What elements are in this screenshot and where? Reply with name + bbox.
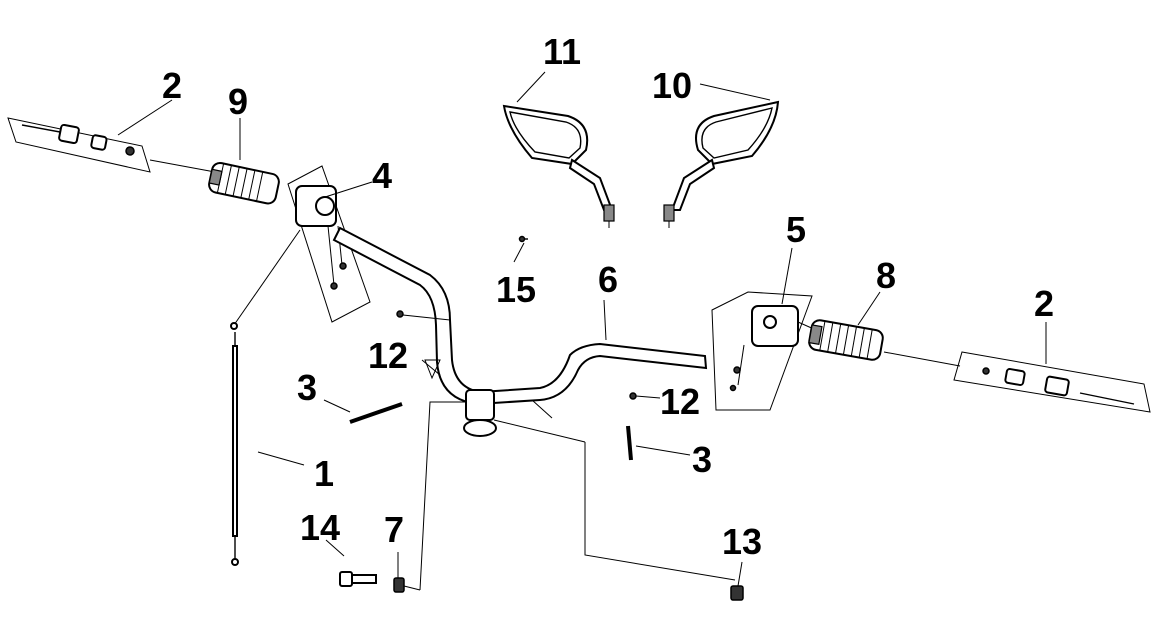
label-5: 5 [786, 209, 806, 250]
right-bar-end-kit [953, 351, 1151, 413]
left-bar-end-kit [7, 117, 216, 173]
label-12-right: 12 [660, 381, 700, 422]
label-4: 4 [372, 155, 392, 196]
label-15: 15 [496, 269, 536, 310]
handlebar [332, 226, 708, 419]
left-mirror [502, 71, 615, 228]
left-switch-assembly [287, 165, 371, 323]
label-2-left: 2 [162, 65, 182, 106]
nut-13 [730, 561, 744, 601]
label-12-left: 12 [368, 335, 408, 376]
label-14: 14 [300, 507, 340, 548]
handlebar-clamp [419, 389, 736, 591]
throttle-cable [230, 229, 301, 566]
right-switch-assembly [711, 291, 817, 411]
label-6: 6 [598, 259, 618, 300]
leader-lines [117, 99, 1047, 466]
label-9: 9 [228, 81, 248, 122]
pin-3-right [626, 425, 691, 461]
label-3-left: 3 [297, 367, 317, 408]
label-8: 8 [876, 255, 896, 296]
label-2-right: 2 [1034, 283, 1054, 324]
screw-15 [513, 235, 528, 263]
right-grip [808, 319, 961, 367]
label-13: 13 [722, 521, 762, 562]
label-1: 1 [314, 453, 334, 494]
bolt-14 [325, 539, 377, 587]
bolt-12-right [629, 392, 661, 400]
pin-3-left [349, 402, 403, 424]
right-mirror [663, 83, 780, 228]
nut-7 [393, 552, 421, 593]
label-3-right: 3 [692, 439, 712, 480]
label-11: 11 [543, 31, 581, 72]
bolt-12-left [396, 310, 451, 321]
label-7: 7 [384, 509, 404, 550]
label-10: 10 [652, 65, 692, 106]
left-grip [208, 161, 280, 205]
